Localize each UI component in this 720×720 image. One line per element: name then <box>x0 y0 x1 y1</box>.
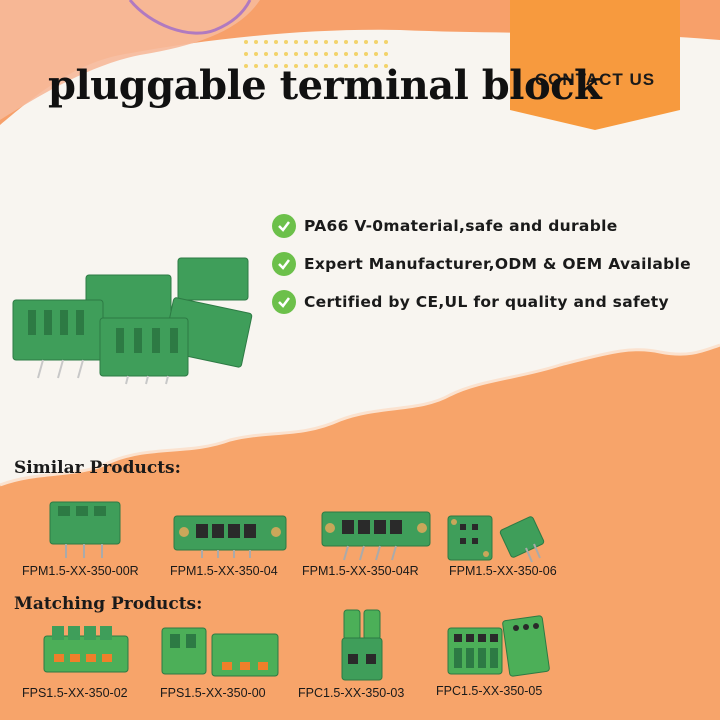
product-image-similar-3[interactable] <box>320 508 432 562</box>
product-label-matching-1[interactable]: FPS1.5-XX-350-02 <box>22 686 128 700</box>
product-image-similar-4[interactable] <box>446 512 550 564</box>
check-icon <box>272 252 296 276</box>
check-icon <box>272 290 296 314</box>
feature-text: PA66 V-0material,safe and durable <box>304 217 618 235</box>
feature-text: Expert Manufacturer,ODM & OEM Available <box>304 255 691 273</box>
matching-products-heading: Matching Products: <box>14 594 203 614</box>
contact-us-label[interactable]: CONTACT US <box>534 70 656 89</box>
product-image-matching-4[interactable] <box>446 614 550 680</box>
product-label-similar-2[interactable]: FPM1.5-XX-350-04 <box>170 564 278 578</box>
feature-item-1: PA66 V-0material,safe and durable <box>272 213 618 239</box>
product-image-matching-1[interactable] <box>40 624 132 680</box>
similar-products-heading: Similar Products: <box>14 458 181 478</box>
contact-us-button[interactable] <box>510 0 680 130</box>
feature-item-3: Certified by CE,UL for quality and safet… <box>272 289 669 315</box>
hero-product-image <box>12 257 253 385</box>
product-image-similar-1[interactable] <box>46 498 124 560</box>
feature-text: Certified by CE,UL for quality and safet… <box>304 293 669 311</box>
product-image-similar-2[interactable] <box>172 510 288 560</box>
page-title: pluggable terminal block <box>48 62 602 109</box>
product-label-similar-4[interactable]: FPM1.5-XX-350-06 <box>449 564 557 578</box>
product-image-matching-2[interactable] <box>160 622 282 682</box>
product-label-similar-1[interactable]: FPM1.5-XX-350-00R <box>22 564 139 578</box>
check-icon <box>272 214 296 238</box>
product-label-matching-4[interactable]: FPC1.5-XX-350-05 <box>436 684 543 698</box>
product-label-matching-2[interactable]: FPS1.5-XX-350-00 <box>160 686 266 700</box>
feature-item-2: Expert Manufacturer,ODM & OEM Available <box>272 251 691 277</box>
product-label-matching-3[interactable]: FPC1.5-XX-350-03 <box>298 686 405 700</box>
product-image-matching-3[interactable] <box>340 608 384 684</box>
product-label-similar-3[interactable]: FPM1.5-XX-350-04R <box>302 564 419 578</box>
